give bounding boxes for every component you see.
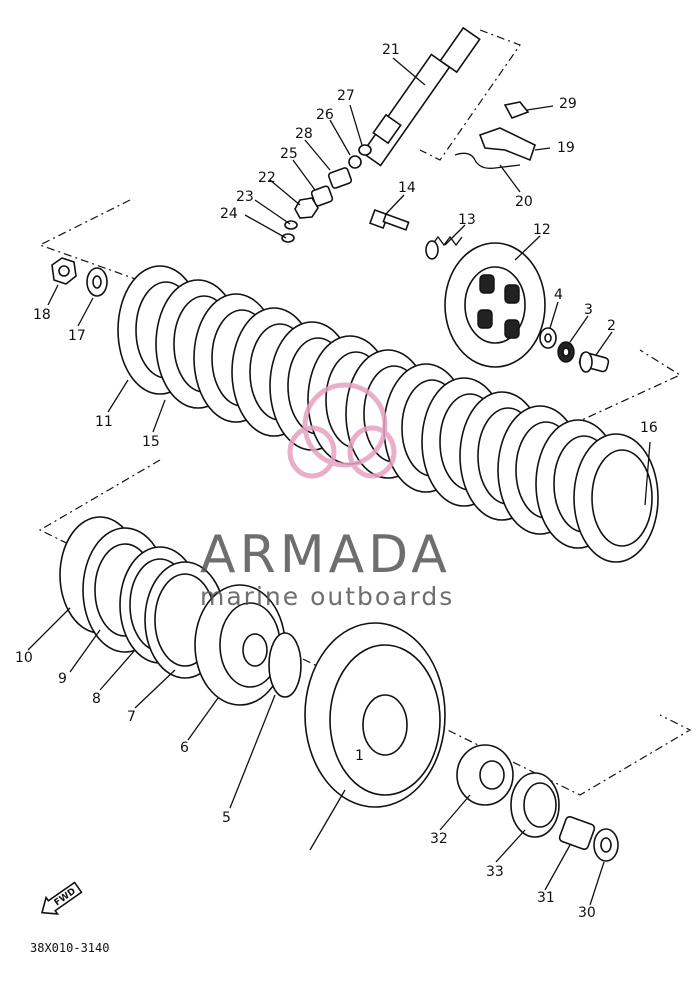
callout-31: 31 [537, 890, 555, 906]
callout-14: 14 [398, 180, 416, 196]
callout-25: 25 [280, 146, 298, 162]
callout-3: 3 [584, 302, 593, 318]
callout-8: 8 [92, 691, 101, 707]
watermark-emblem [287, 382, 397, 479]
figure-code: 38X010-3140 [30, 941, 109, 955]
callout-33: 33 [486, 864, 504, 880]
callout-2: 2 [607, 318, 616, 334]
push-rod-assembly [281, 26, 481, 243]
clutch-plate-stack [117, 265, 659, 563]
callout-32: 32 [430, 831, 448, 847]
callout-1: 1 [355, 748, 364, 764]
callout-24: 24 [220, 206, 238, 222]
callout-21: 21 [382, 42, 400, 58]
clutch-plate-bore [591, 449, 653, 547]
fwd-arrow-icon: FWD [40, 881, 83, 915]
callout-23: 23 [236, 189, 254, 205]
callout-11: 11 [95, 414, 113, 430]
callout-12: 12 [533, 222, 551, 238]
pressure-plate [444, 242, 546, 368]
callout-20: 20 [515, 194, 533, 210]
clutch-boss-group [59, 516, 446, 808]
callout-9: 9 [58, 671, 67, 687]
callout-6: 6 [180, 740, 189, 756]
callout-15: 15 [142, 434, 160, 450]
callout-16: 16 [640, 420, 658, 436]
callout-18: 18 [33, 307, 51, 323]
callout-19: 19 [557, 140, 575, 156]
bolt-and-spring [369, 209, 463, 260]
nut-and-washer [51, 257, 108, 297]
callout-7: 7 [127, 709, 136, 725]
callout-labels: 1 2 3 4 5 6 7 8 9 10 11 12 13 14 15 16 1… [15, 42, 658, 921]
watermark: ARMADA marine outboards [200, 382, 454, 611]
bearing-group [456, 744, 619, 862]
leader-lines [27, 57, 651, 906]
callout-13: 13 [458, 212, 476, 228]
callout-29: 29 [559, 96, 577, 112]
watermark-tagline: marine outboards [200, 582, 454, 611]
release-lever-assembly [454, 101, 536, 169]
callout-4: 4 [554, 287, 563, 303]
callout-28: 28 [295, 126, 313, 142]
callout-5: 5 [222, 810, 231, 826]
washers-and-bolt [539, 327, 610, 373]
callout-22: 22 [258, 170, 276, 186]
watermark-brand: ARMADA [200, 525, 451, 585]
callout-10: 10 [15, 650, 33, 666]
callout-30: 30 [578, 905, 596, 921]
callout-27: 27 [337, 88, 355, 104]
callout-17: 17 [68, 328, 86, 344]
callout-26: 26 [316, 107, 334, 123]
